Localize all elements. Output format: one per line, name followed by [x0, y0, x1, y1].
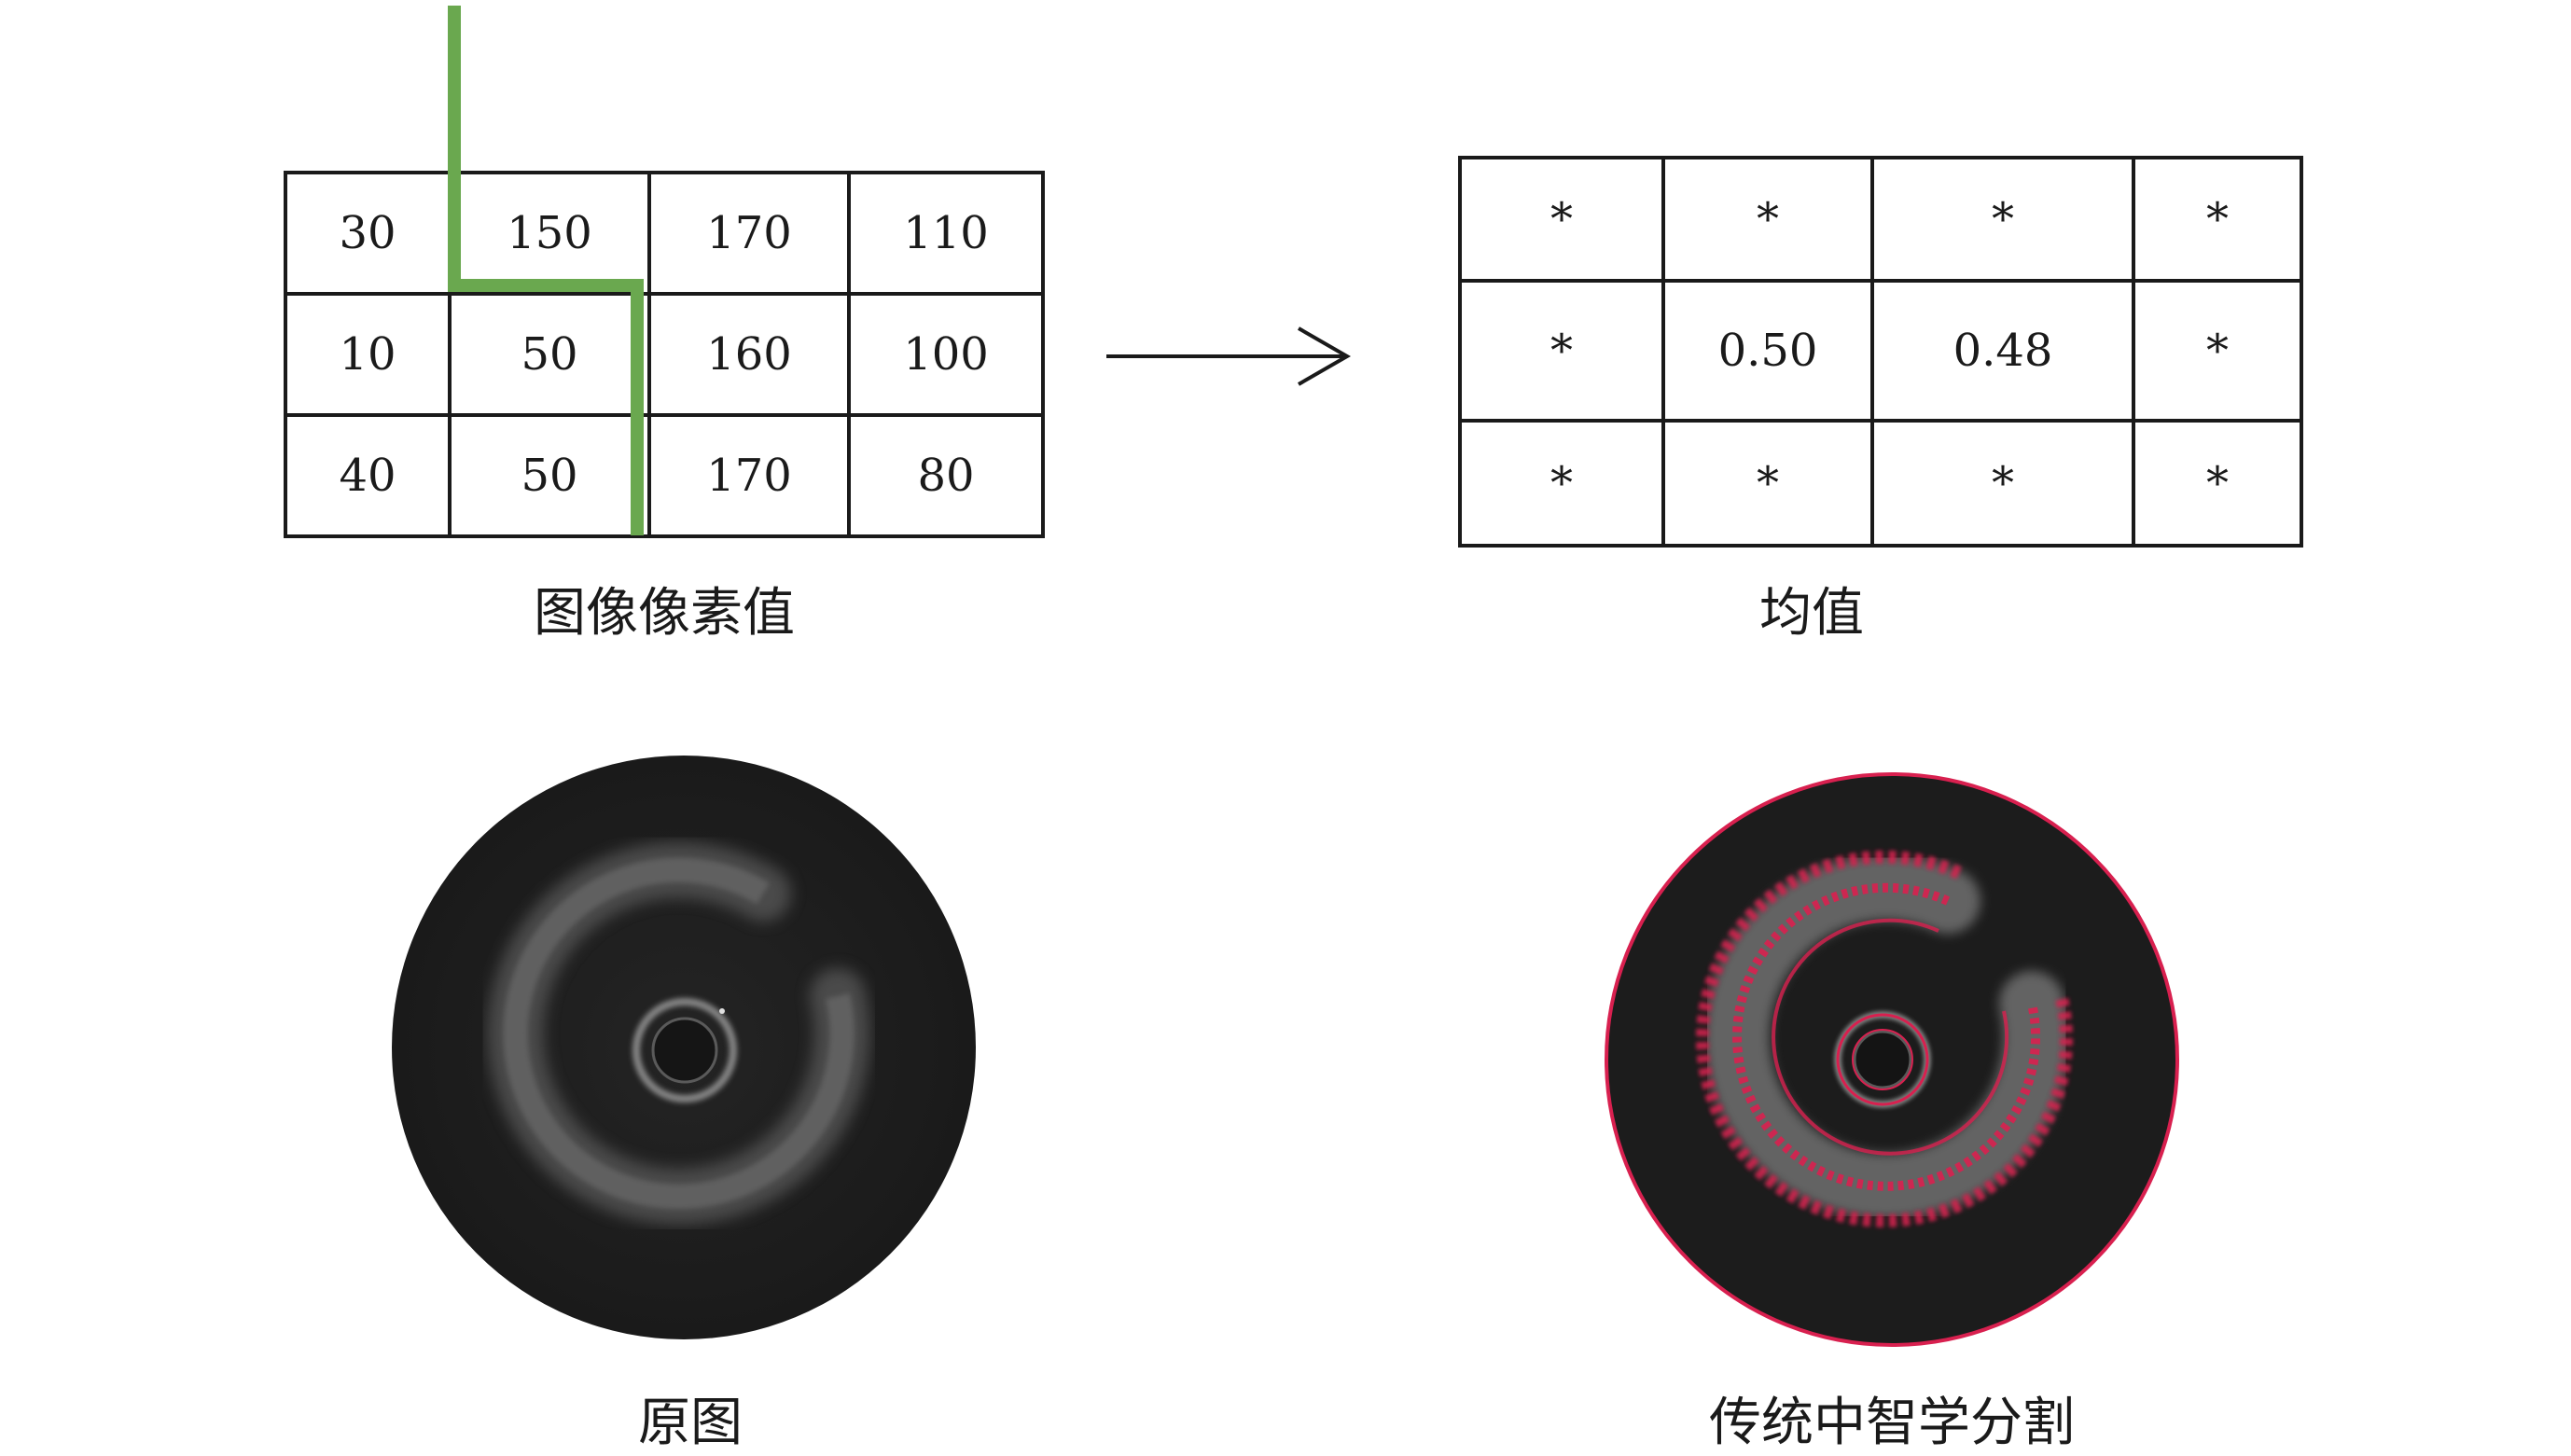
mean-cell: * [2132, 279, 2303, 423]
pixel-cell: 160 [647, 292, 851, 417]
pixel-cell: 150 [448, 171, 651, 296]
table-row: * 0.50 0.48 * [1458, 279, 2303, 423]
mean-cell: * [2132, 156, 2303, 283]
table-row: * * * * [1458, 419, 2303, 548]
arrow-right-icon [1106, 326, 1352, 386]
segmented-oct-image [1605, 772, 2179, 1347]
mean-cell: * [1870, 156, 2135, 283]
original-image-caption: 原图 [638, 1393, 743, 1453]
original-oct-image [392, 756, 976, 1339]
pixel-cell: 170 [647, 413, 851, 538]
table-row: 10 50 160 100 [284, 292, 1045, 417]
pixel-cell: 100 [847, 292, 1045, 417]
pixel-cell: 30 [284, 171, 452, 296]
pixel-value-table: 30 150 170 110 10 50 160 100 40 50 170 8… [284, 171, 1045, 538]
segmented-image-caption: 传统中智学分割 [1709, 1393, 2075, 1453]
mean-cell: * [1870, 419, 2135, 548]
table-row: * * * * [1458, 156, 2303, 283]
mean-cell: * [1458, 419, 1665, 548]
mean-cell: 0.48 [1870, 279, 2135, 423]
mean-cell: * [1458, 156, 1665, 283]
mean-cell: * [2132, 419, 2303, 548]
mean-cell: * [1661, 156, 1874, 283]
table-row: 40 50 170 80 [284, 413, 1045, 538]
table-row: 30 150 170 110 [284, 171, 1045, 296]
pixel-cell: 10 [284, 292, 452, 417]
mean-cell: 0.50 [1661, 279, 1874, 423]
pixel-cell: 50 [448, 413, 651, 538]
pixel-table-caption: 图像像素值 [534, 583, 795, 644]
pixel-cell: 40 [284, 413, 452, 538]
mean-cell: * [1458, 279, 1665, 423]
pixel-cell: 50 [448, 292, 651, 417]
mean-value-table: * * * * * 0.50 0.48 * * * * * [1458, 156, 2303, 548]
mean-cell: * [1661, 419, 1874, 548]
pixel-cell: 110 [847, 171, 1045, 296]
pixel-cell: 80 [847, 413, 1045, 538]
pixel-cell: 170 [647, 171, 851, 296]
mean-table-caption: 均值 [1759, 583, 1864, 644]
